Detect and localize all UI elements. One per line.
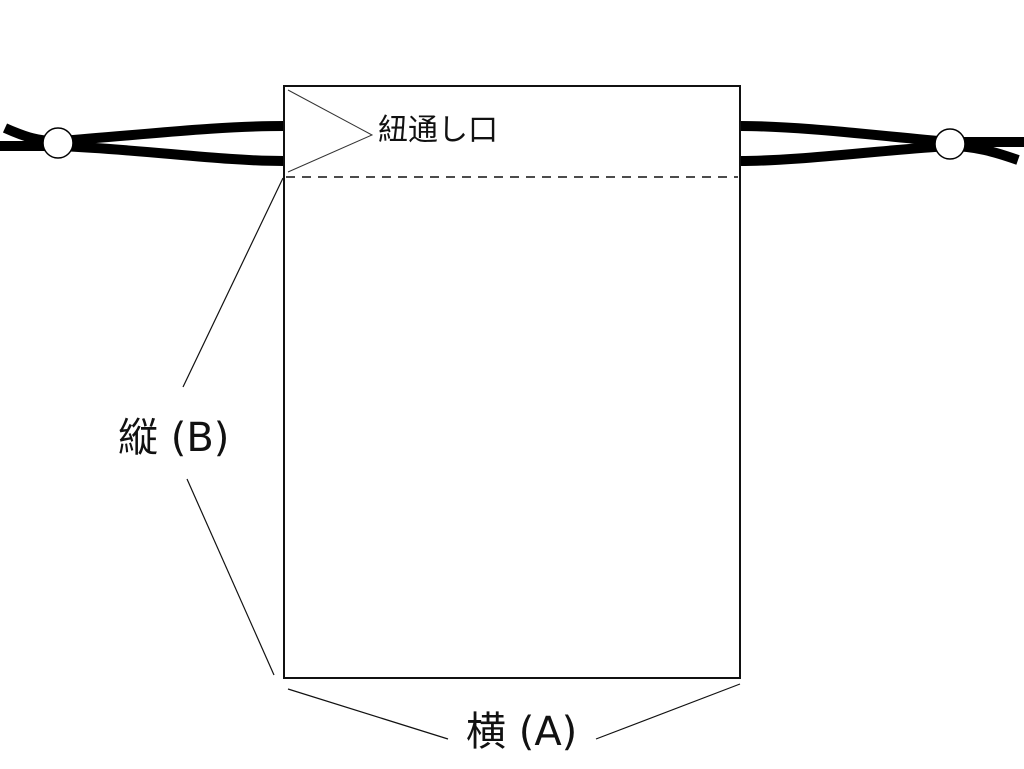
height-b-label: 縦 (B): [118, 415, 230, 461]
right-cord-stopper: [934, 128, 966, 160]
left-cord-lower-strand: [0, 141, 285, 166]
left-drawstring-cord: [0, 121, 285, 166]
bag-body-outline: [283, 85, 741, 679]
right-drawstring-cord: [739, 121, 1024, 166]
height-leader-line-bottom: [186, 478, 275, 676]
left-cord-stopper: [42, 127, 74, 159]
width-a-label: 横 (A): [466, 709, 578, 755]
right-cord-upper-strand: [739, 121, 1024, 147]
width-leader-line-right: [595, 683, 741, 740]
right-cord-lower-strand: [739, 140, 1020, 166]
left-cord-upper-strand: [2, 121, 285, 147]
cord-opening-label: 紐通し口: [378, 113, 498, 148]
width-leader-line-left: [287, 688, 449, 740]
opening-pointer-lines: [287, 89, 374, 173]
height-leader-line-top: [182, 177, 284, 388]
